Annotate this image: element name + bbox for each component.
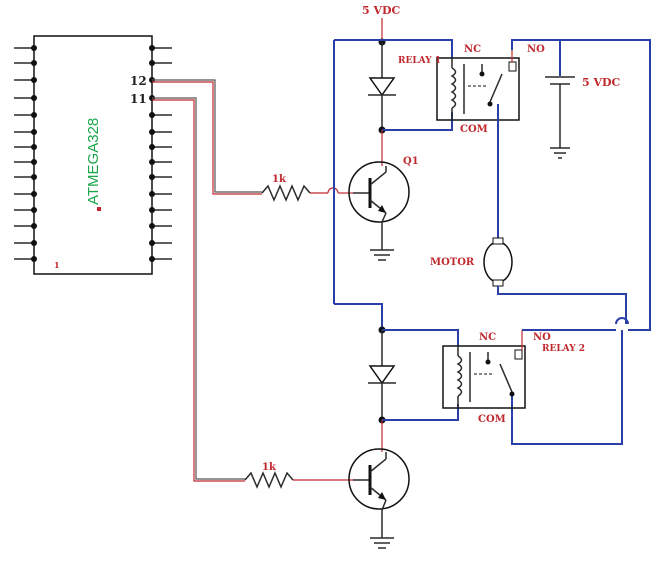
top-supply-rail: 5 VDC	[333, 4, 453, 304]
pin-11-control-wire	[152, 97, 245, 482]
relay-1-nc-label: NC	[464, 44, 481, 55]
transistor-q2	[348, 420, 410, 549]
left-pin-dots	[31, 45, 37, 262]
relay-supply-label: 5 VDC	[582, 76, 621, 89]
motor-label: MOTOR	[430, 257, 475, 268]
resistor-2-value: 1k	[262, 462, 277, 473]
chip-name-label: ATMEGA328	[85, 118, 102, 205]
pin-12-control-wire	[152, 79, 262, 195]
relay-1-name: RELAY 1	[398, 56, 441, 66]
relay-2-nc-label: NC	[479, 332, 496, 343]
resistor-1-value: 1k	[272, 174, 287, 185]
relay-2-name: RELAY 2	[542, 344, 585, 354]
diode-2	[368, 330, 459, 424]
right-pin-leads	[152, 47, 172, 260]
pin-1-marker: 1	[54, 260, 60, 270]
resistor-1: 1k	[261, 174, 353, 202]
relay-2-com-label: COM	[478, 414, 506, 425]
resistor-2: 1k	[244, 462, 353, 489]
relay-1-com-label: COM	[460, 124, 488, 135]
pin-11-label: 11	[130, 92, 147, 106]
relay-1-no-label: NO	[527, 44, 545, 55]
relay-1: RELAY 1 NC NO COM	[398, 44, 545, 135]
left-pin-leads	[14, 47, 34, 260]
pin-12-label: 12	[130, 74, 147, 88]
relay-2: NC NO RELAY 2 COM	[442, 329, 616, 425]
transistor-q1-label: Q1	[403, 156, 419, 167]
relay-1-contact-wires: 5 VDC	[497, 39, 651, 331]
transistor-q1: Q1	[348, 130, 419, 261]
motor: MOTOR	[430, 237, 629, 445]
chip-orientation-marker	[97, 207, 101, 211]
top-supply-label: 5 VDC	[362, 4, 401, 17]
relay-2-no-label: NO	[533, 332, 551, 343]
atmega328-chip: ATMEGA328 12 11 1	[14, 35, 172, 275]
lower-supply-rail	[334, 303, 459, 346]
